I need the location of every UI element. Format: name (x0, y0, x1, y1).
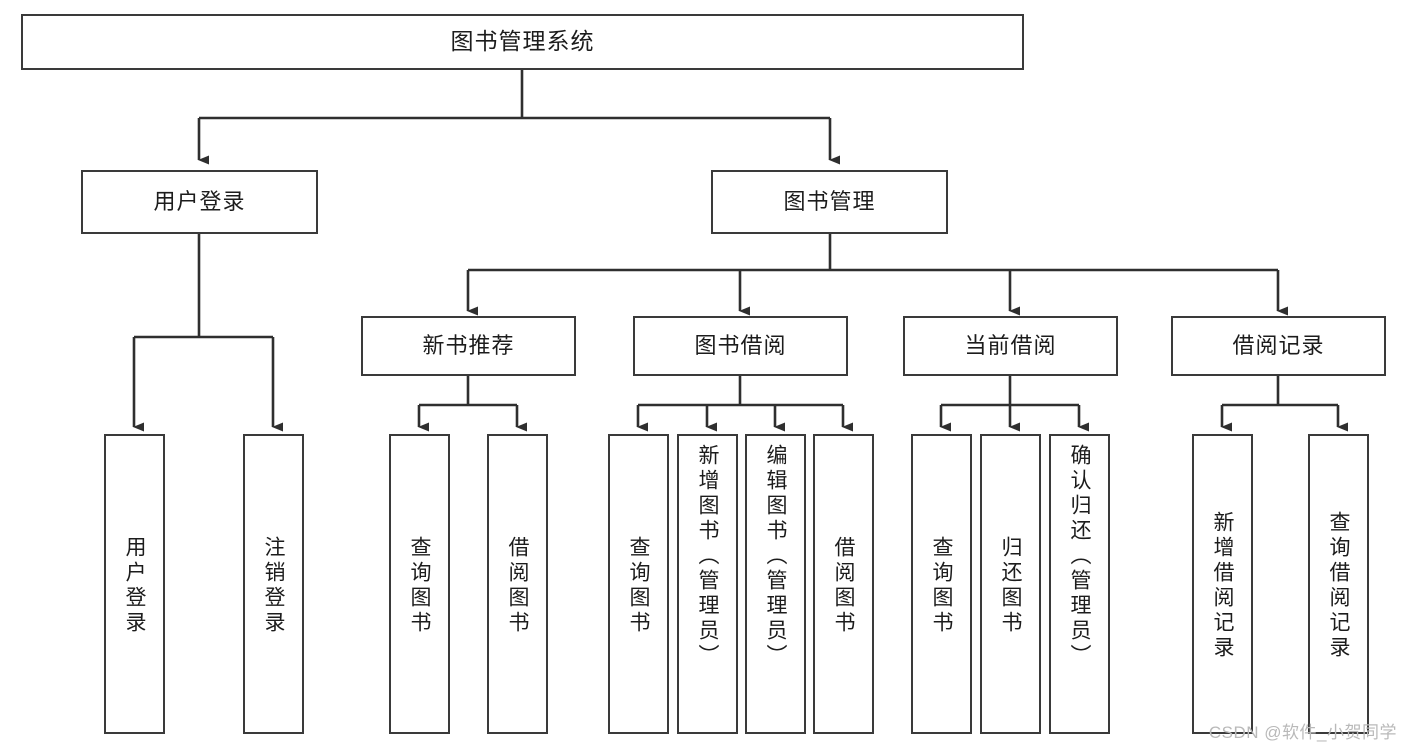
node-label: 图书管理 (783, 189, 876, 215)
node-label: 借阅图书 (832, 536, 855, 636)
node-borrow-record[interactable]: 借阅记录 (1171, 316, 1386, 376)
node-leaf-return-book[interactable]: 归还图书 (980, 434, 1041, 734)
node-leaf-logout[interactable]: 注销登录 (243, 434, 304, 734)
node-leaf-borrow-book[interactable]: 借阅图书 (813, 434, 874, 734)
node-label: 查询图书 (408, 536, 431, 636)
node-label: 图书管理系统 (450, 28, 595, 55)
node-label: 新书推荐 (422, 333, 515, 359)
node-leaf-add-borrow-record[interactable]: 新增借阅记录 (1192, 434, 1253, 734)
node-label: 查询借阅记录 (1327, 511, 1350, 661)
node-label: 查询图书 (930, 536, 953, 636)
node-new-book-recommend[interactable]: 新书推荐 (361, 316, 576, 376)
node-label: 借阅记录 (1232, 333, 1325, 359)
node-label: 新增图书（管理员） (696, 444, 719, 669)
node-label: 归还图书 (999, 536, 1022, 636)
node-label: 新增借阅记录 (1211, 511, 1234, 661)
node-current-borrow[interactable]: 当前借阅 (903, 316, 1118, 376)
node-label: 编辑图书（管理员） (764, 444, 787, 669)
node-label: 查询图书 (627, 536, 650, 636)
node-label: 图书借阅 (694, 333, 787, 359)
node-leaf-query-book-current[interactable]: 查询图书 (911, 434, 972, 734)
node-root-system[interactable]: 图书管理系统 (21, 14, 1024, 70)
node-leaf-user-login[interactable]: 用户登录 (104, 434, 165, 734)
node-leaf-query-borrow-record[interactable]: 查询借阅记录 (1308, 434, 1369, 734)
node-leaf-edit-book-admin[interactable]: 编辑图书（管理员） (745, 434, 806, 734)
node-label: 借阅图书 (506, 536, 529, 636)
node-label: 注销登录 (262, 536, 285, 636)
node-label: 用户登录 (153, 189, 246, 215)
node-label: 用户登录 (123, 536, 146, 636)
node-leaf-query-book-borrow[interactable]: 查询图书 (608, 434, 669, 734)
node-leaf-borrow-book-recommend[interactable]: 借阅图书 (487, 434, 548, 734)
node-book-management[interactable]: 图书管理 (711, 170, 948, 234)
node-user-login[interactable]: 用户登录 (81, 170, 318, 234)
csdn-watermark: CSDN @软件_小贺同学 (1208, 723, 1397, 742)
node-leaf-add-book-admin[interactable]: 新增图书（管理员） (677, 434, 738, 734)
node-label: 当前借阅 (964, 333, 1057, 359)
node-book-borrow[interactable]: 图书借阅 (633, 316, 848, 376)
node-label: 确认归还（管理员） (1068, 444, 1091, 669)
node-leaf-query-book-recommend[interactable]: 查询图书 (389, 434, 450, 734)
node-leaf-confirm-return-admin[interactable]: 确认归还（管理员） (1049, 434, 1110, 734)
